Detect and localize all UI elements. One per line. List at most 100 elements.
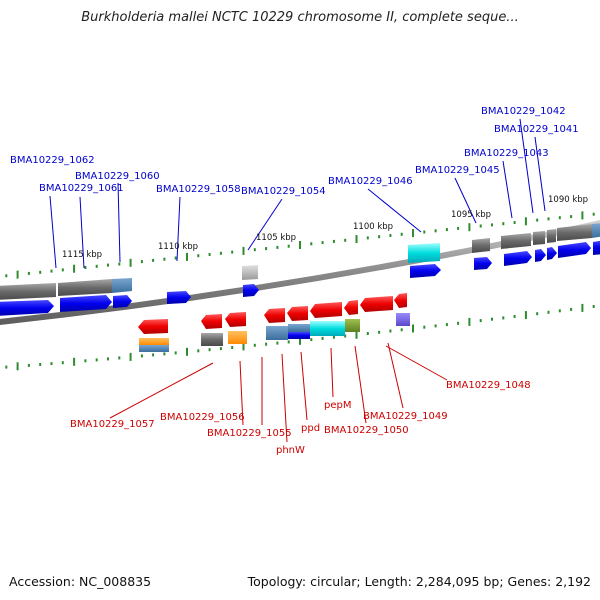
inner-scale-ticks: [5, 303, 595, 371]
outer-scale-tick: [140, 260, 143, 264]
inner-scale-tick: [39, 363, 42, 366]
inner-scale-tick: [434, 324, 437, 328]
outer-scale-tick: [265, 247, 268, 251]
outer-scale-tick: [332, 239, 335, 243]
forward-strand-features: [0, 223, 600, 316]
inner-scale-tick: [423, 325, 426, 329]
reverse-gene-label[interactable]: phnW: [276, 445, 305, 456]
inner-scale-tick: [276, 341, 279, 345]
outer-scale-tick: [457, 226, 460, 230]
gene-bma10229-1043-gray: [501, 233, 531, 249]
gene-pepm[interactable]: [310, 302, 342, 318]
gene-bma10229-1061[interactable]: [60, 295, 112, 312]
inner-scale-tick: [16, 362, 19, 371]
gene-bma10229-1043[interactable]: [504, 251, 532, 266]
gene-bma10229-1049[interactable]: [360, 296, 393, 312]
forward-gene-label[interactable]: BMA10229_1061: [39, 183, 124, 194]
gene-bma10229-1048[interactable]: [394, 293, 407, 308]
inner-scale-tick: [163, 352, 166, 356]
inner-scale-tick: [152, 353, 155, 357]
outer-scale-tick: [491, 223, 493, 227]
gene-bma10229-1057-orange: [139, 338, 169, 345]
gene-ppd-blue: [288, 332, 310, 339]
forward-leader-line: [502, 160, 513, 219]
inner-scale-tick: [366, 332, 369, 335]
gene-bma10229-1042-gray: [533, 231, 545, 245]
reverse-gene-label[interactable]: BMA10229_1055: [207, 428, 292, 439]
reverse-gene-label[interactable]: ppd: [301, 423, 320, 434]
reverse-leader-line: [330, 347, 334, 398]
gene-bma10229-1041[interactable]: [547, 247, 557, 260]
outer-scale-tick: [197, 254, 200, 258]
reverse-leader-line: [387, 342, 404, 409]
outer-scale-tick: [118, 262, 121, 266]
gene-bma10229-1062[interactable]: [0, 300, 54, 316]
outer-scale-tick: [321, 241, 324, 245]
inner-scale-tick: [524, 311, 527, 320]
inner-scale-tick: [265, 342, 268, 346]
outer-scale-tick: [107, 263, 109, 267]
inner-scale-tick: [570, 307, 573, 311]
gene-bma10229-1060[interactable]: [113, 295, 132, 308]
inner-scale-tick: [107, 357, 109, 361]
inner-scale-tick: [344, 334, 347, 338]
reverse-gene-label[interactable]: BMA10229_1056: [160, 412, 245, 423]
gene-bma10229-1046-cyan: [408, 243, 440, 263]
outer-scale-tick: [344, 238, 347, 242]
inner-scale-tick: [299, 336, 301, 345]
gene-bma10229-1054[interactable]: [243, 284, 259, 297]
outer-scale-tick: [27, 271, 30, 275]
gene-phnw[interactable]: [264, 308, 285, 323]
outer-scale-tick: [129, 258, 132, 267]
inner-scale-tick: [118, 356, 121, 360]
gene-bma10229-1056[interactable]: [201, 314, 222, 329]
gene-bma10229-1057[interactable]: [138, 319, 168, 334]
outer-scale-tick: [208, 253, 211, 256]
gene-bma10229-1050[interactable]: [344, 300, 358, 315]
forward-gene-label[interactable]: BMA10229_1060: [75, 171, 160, 182]
forward-gene-label[interactable]: BMA10229_1058: [156, 184, 241, 195]
scale-label: 1095 kbp: [451, 210, 491, 220]
inner-scale-tick: [50, 362, 53, 366]
gene-bma10229-1045[interactable]: [474, 257, 492, 270]
inner-scale-tick: [287, 340, 290, 344]
forward-gene-label[interactable]: BMA10229_1062: [10, 155, 95, 166]
gene-pepm-cyan: [310, 321, 345, 336]
reverse-gene-label[interactable]: BMA10229_1049: [363, 411, 448, 422]
map-title: Burkholderia mallei NCTC 10229 chromosom…: [81, 10, 519, 25]
outer-scale-tick: [242, 246, 245, 255]
forward-gene-label[interactable]: BMA10229_1043: [464, 148, 549, 159]
forward-gene-label[interactable]: BMA10229_1054: [241, 186, 326, 197]
reverse-gene-label[interactable]: BMA10229_1057: [70, 419, 155, 430]
gene-right-forward[interactable]: [558, 242, 591, 258]
gene-bma10229-1046[interactable]: [410, 264, 441, 278]
inner-scale-tick: [479, 319, 482, 323]
forward-gene-label[interactable]: BMA10229_1041: [494, 124, 579, 135]
reverse-gene-label[interactable]: pepM: [324, 400, 351, 411]
inner-scale-tick: [253, 343, 256, 347]
reverse-gene-label[interactable]: BMA10229_1050: [324, 425, 409, 436]
inner-scale-tick: [310, 338, 313, 342]
outer-scale-tick: [389, 234, 392, 237]
outer-scale-tick: [39, 270, 42, 274]
gene-right-forward-2[interactable]: [593, 240, 600, 255]
gene-bma10229-1050-olive: [345, 319, 360, 332]
forward-gene-label[interactable]: BMA10229_1042: [481, 106, 566, 117]
outer-scale-tick: [479, 224, 482, 228]
reverse-gene-label[interactable]: BMA10229_1048: [446, 380, 531, 391]
inner-scale-tick: [140, 354, 143, 358]
outer-scale-tick: [502, 222, 505, 226]
reverse-leader-line: [300, 351, 308, 421]
inner-scale-tick: [73, 357, 76, 366]
gene-bma10229-1058[interactable]: [167, 291, 191, 304]
outer-scale-tick: [570, 215, 573, 219]
inner-scale-tick: [491, 317, 493, 321]
outer-scale-tick: [310, 242, 313, 246]
gene-bma10229-1055[interactable]: [225, 312, 246, 327]
gene-ppd[interactable]: [287, 306, 308, 321]
gene-bma10229-1042[interactable]: [535, 249, 546, 262]
forward-gene-label[interactable]: BMA10229_1045: [415, 165, 500, 176]
forward-gene-label[interactable]: BMA10229_1046: [328, 176, 413, 187]
